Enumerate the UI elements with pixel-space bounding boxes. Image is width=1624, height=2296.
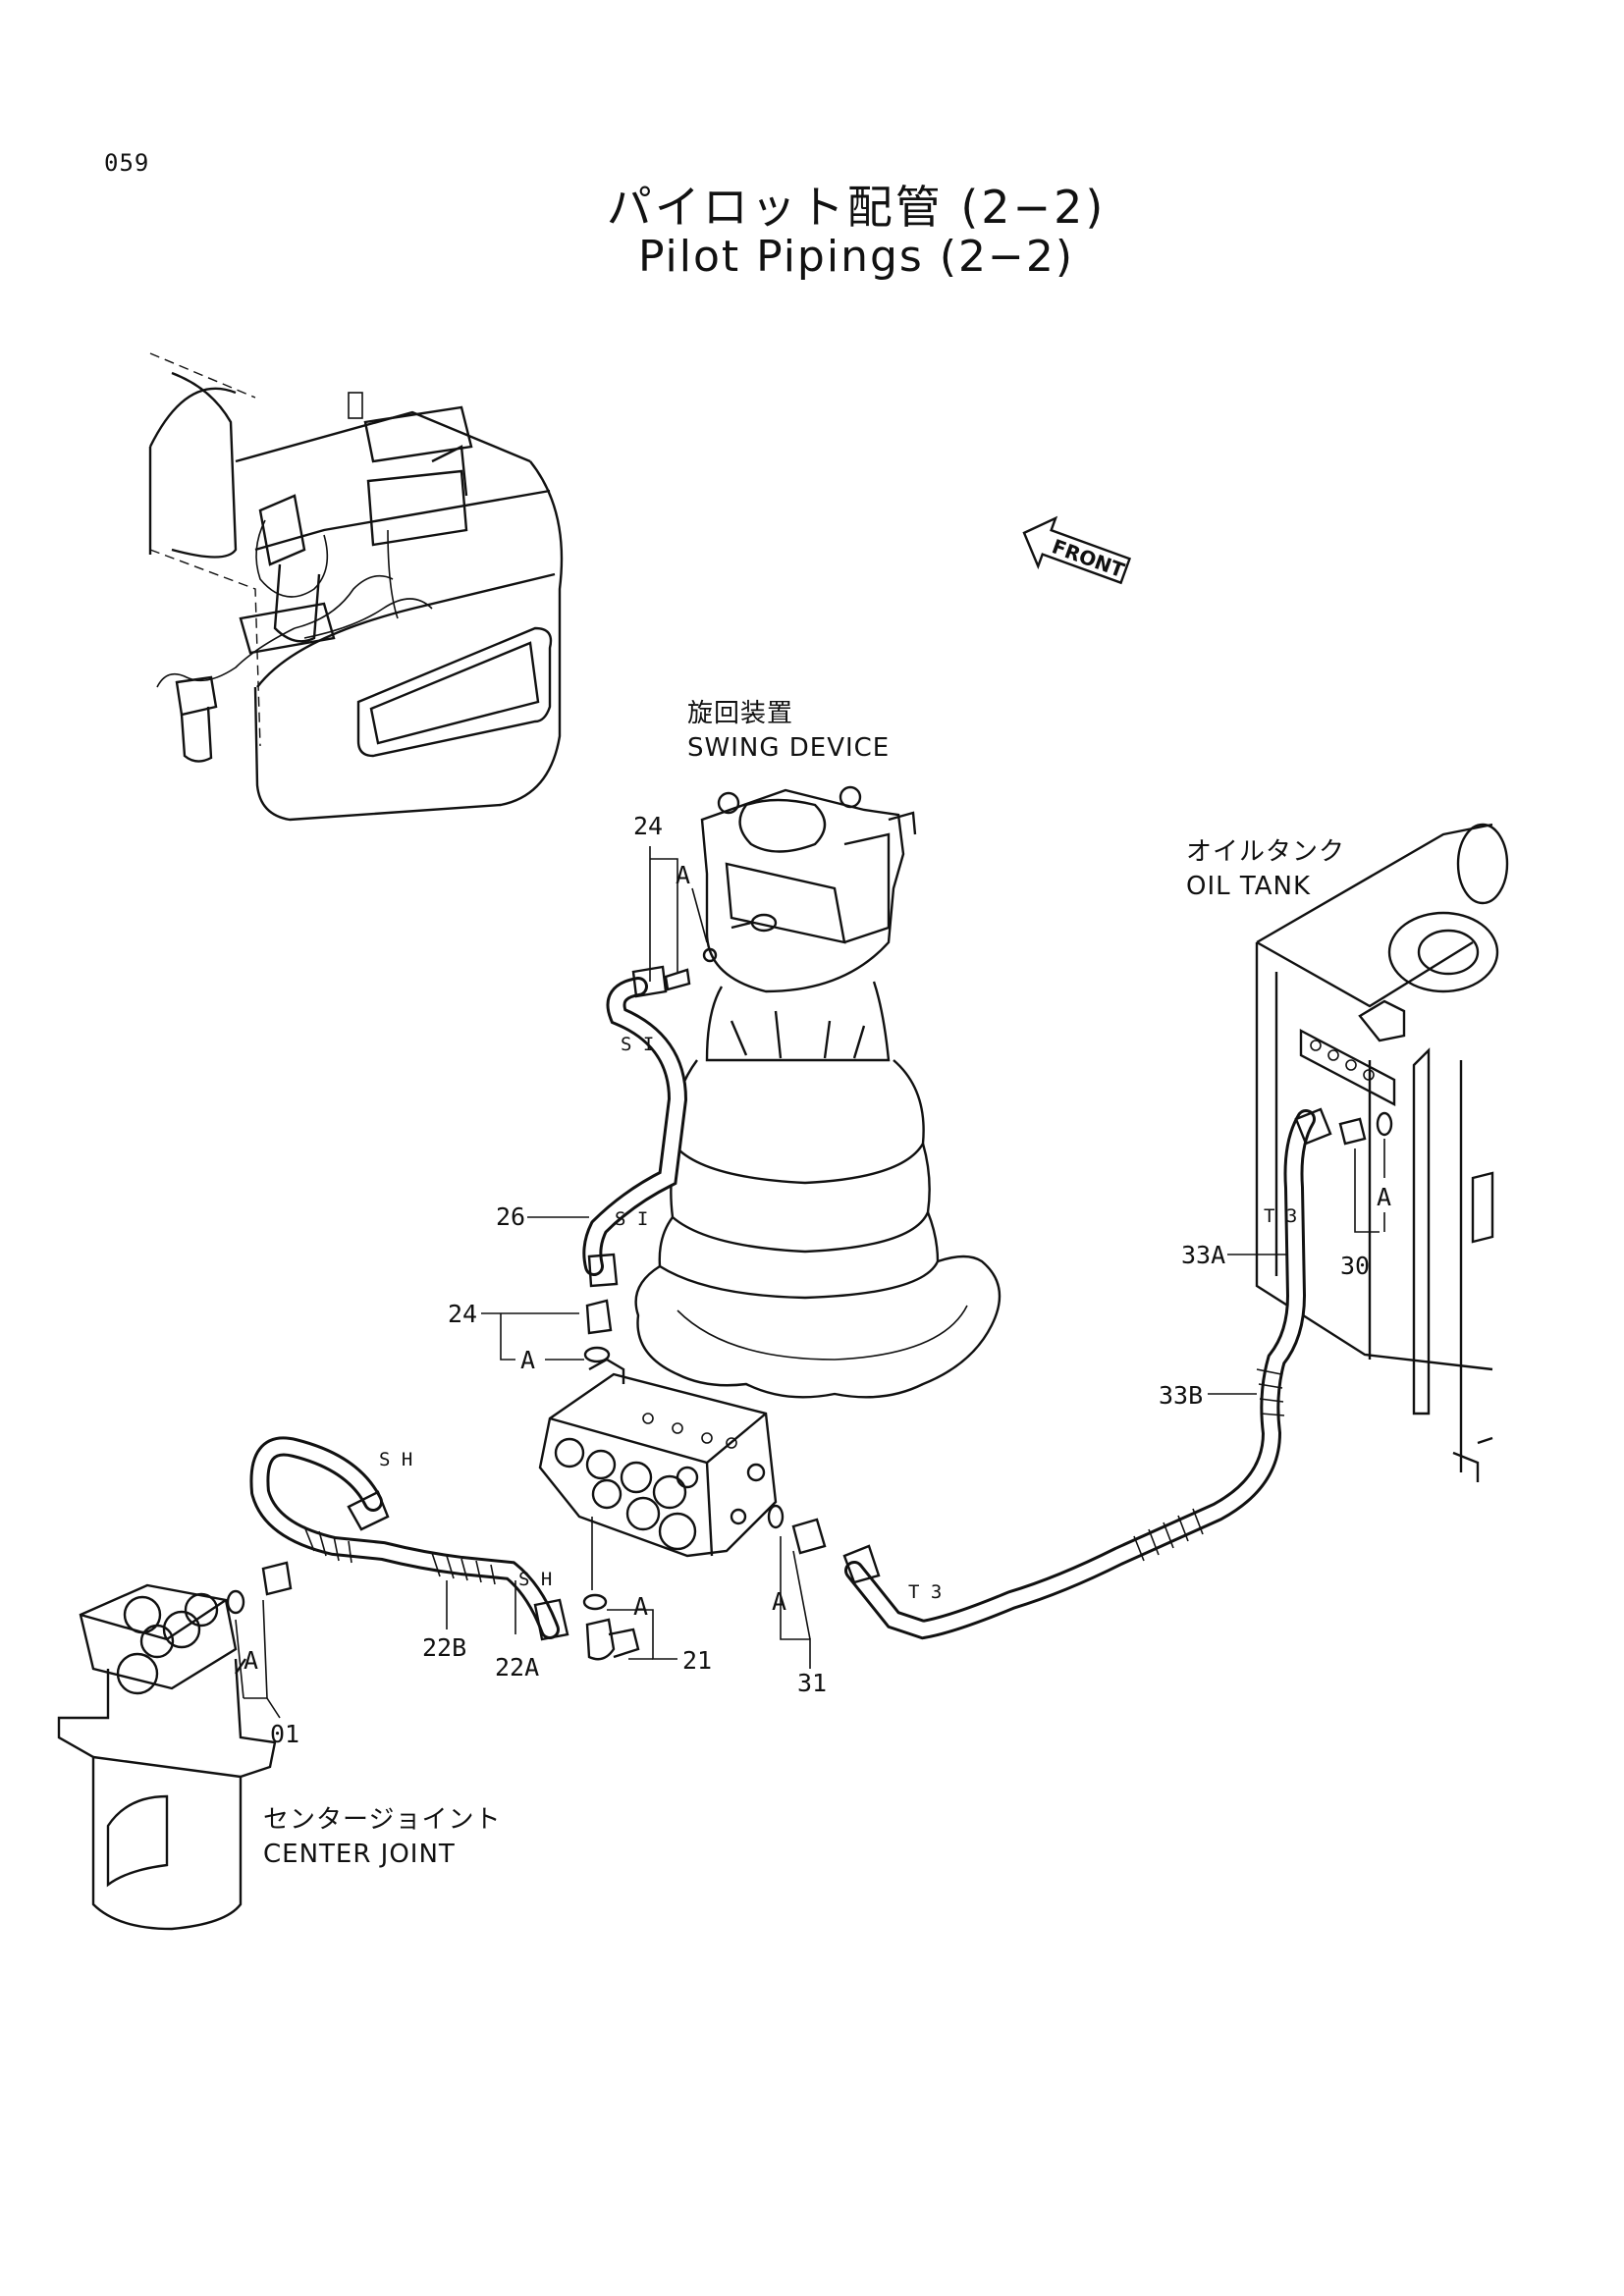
oil-tank-label-jp: オイルタンク [1186,837,1345,867]
part-number-22B: 22B [422,1633,466,1662]
callout-a-30: A [1377,1183,1391,1211]
pilot-manifold-drawing [538,1358,778,1558]
swing-device-label-en: SWING DEVICE [687,733,890,763]
oil-tank-drawing [1255,823,1509,1482]
part-number-31: 31 [797,1669,827,1697]
center-joint-label-en: CENTER JOINT [263,1840,456,1869]
hose-code-sh-lower: S H [518,1569,552,1590]
callout-a-31: A [772,1587,786,1616]
callout-a-01: A [244,1646,258,1675]
hose-code-si-bottom: S I [615,1208,648,1230]
part-number-33B: 33B [1159,1381,1203,1410]
part-number-33A: 33A [1181,1241,1225,1269]
oil-tank-label-en: OIL TANK [1186,872,1311,901]
front-label: FRONT [1049,534,1127,582]
hose-code-t3-tank: T 3 [1264,1205,1297,1227]
part-number-01: 01 [270,1720,299,1748]
page-title-jp: パイロット配管 (2−2) [606,181,1107,234]
center-joint-label-jp: センタージョイント [263,1805,501,1835]
center-joint-drawing [57,1583,277,1931]
leader-lines [235,846,1385,1719]
callout-a-21: A [633,1592,648,1621]
swing-device-label-jp: 旋回装置 [687,699,793,728]
part-number-26: 26 [496,1202,525,1231]
swing-device-drawing [634,785,1001,1399]
machine-overview-drawing [148,352,564,822]
page-title-en: Pilot Pipings (2−2) [637,232,1075,282]
part-number-24-top: 24 [633,812,663,840]
page-number: 059 [104,149,150,177]
part-number-24-mid: 24 [448,1300,477,1328]
hoses-and-fittings [226,947,1393,1661]
callout-a-mid: A [520,1346,535,1374]
part-number-30: 30 [1340,1252,1370,1280]
hose-code-si-top: S I [621,1034,654,1055]
hose-code-sh-upper: S H [379,1449,412,1470]
callout-a-swing: A [676,861,690,889]
part-number-22A: 22A [495,1653,539,1682]
hose-code-t3-hose: T 3 [908,1581,942,1603]
part-number-21: 21 [682,1646,712,1675]
front-direction-marker: FRONT [1022,515,1132,585]
